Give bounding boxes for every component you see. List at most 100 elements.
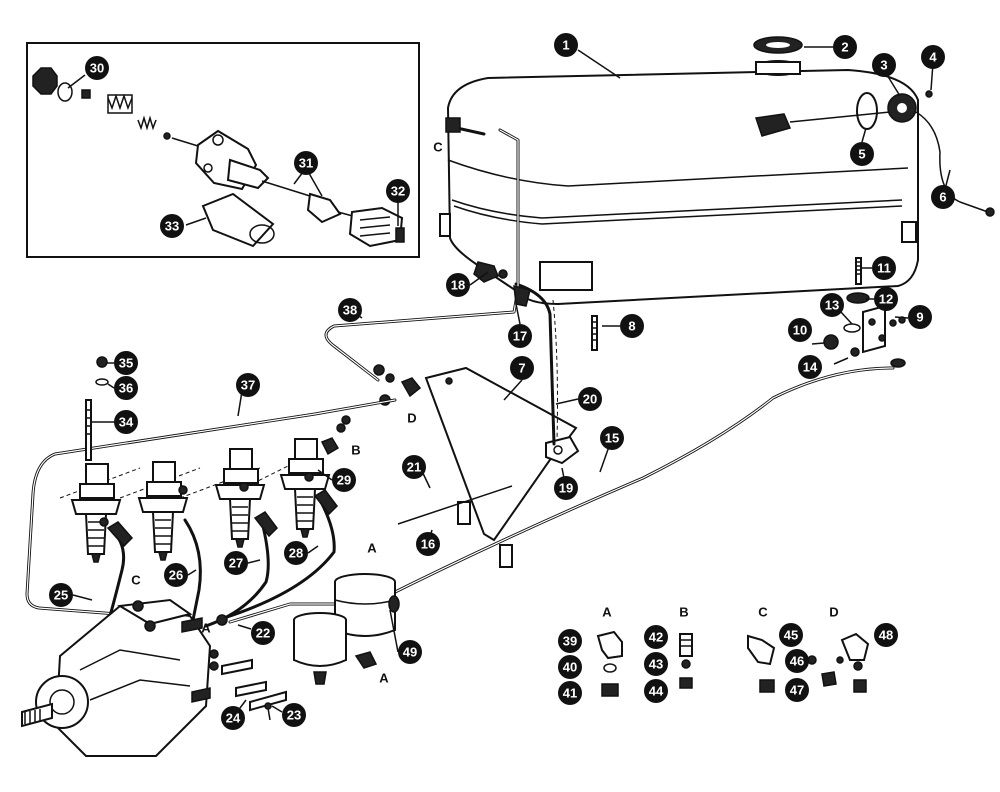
callout-7: 7 [510, 356, 534, 380]
callout-39: 39 [558, 629, 582, 653]
callout-25: 25 [49, 583, 73, 607]
callout-48: 48 [874, 623, 898, 647]
svg-text:38: 38 [343, 303, 357, 318]
svg-text:29: 29 [337, 473, 351, 488]
callout-9: 9 [908, 305, 932, 329]
callout-10: 10 [788, 318, 812, 342]
callout-47: 47 [785, 678, 809, 702]
svg-text:14: 14 [803, 360, 818, 375]
svg-text:46: 46 [790, 654, 804, 669]
svg-text:4: 4 [929, 50, 937, 65]
callout-11: 11 [872, 256, 896, 280]
callouts: 1 2 3 4 5 6 7 8 9 10 11 12 13 14 15 16 1… [49, 33, 955, 730]
fuel-tank [439, 36, 995, 306]
svg-text:44: 44 [649, 684, 664, 699]
callout-36: 36 [114, 376, 138, 400]
svg-text:7: 7 [518, 361, 525, 376]
connection-letters: C D B A C A A [131, 140, 443, 686]
callout-41: 41 [558, 681, 582, 705]
connection-letter-a-bracket: A [367, 541, 377, 556]
svg-text:20: 20 [583, 392, 597, 407]
callout-26: 26 [164, 563, 188, 587]
connection-letter-b: B [351, 443, 360, 458]
svg-text:33: 33 [165, 219, 179, 234]
connection-letter-a-filter: A [379, 671, 389, 686]
svg-text:22: 22 [256, 626, 270, 641]
svg-text:26: 26 [169, 568, 183, 583]
connection-letter-c-pump: C [131, 573, 141, 588]
svg-text:28: 28 [289, 546, 303, 561]
svg-text:15: 15 [605, 431, 619, 446]
svg-text:11: 11 [877, 261, 891, 276]
callout-2: 2 [833, 35, 857, 59]
svg-text:27: 27 [229, 556, 243, 571]
svg-text:40: 40 [563, 660, 577, 675]
svg-text:13: 13 [825, 298, 839, 313]
callout-13: 13 [820, 293, 844, 317]
callout-35: 35 [114, 351, 138, 375]
callout-29: 29 [332, 468, 356, 492]
callout-6: 6 [931, 185, 955, 209]
svg-text:9: 9 [916, 310, 923, 325]
callout-40: 40 [558, 655, 582, 679]
svg-text:45: 45 [784, 628, 798, 643]
callout-49: 49 [398, 640, 422, 664]
svg-text:30: 30 [90, 61, 104, 76]
svg-text:43: 43 [649, 657, 663, 672]
callout-33: 33 [160, 214, 184, 238]
group-heading-b: B [679, 605, 688, 620]
callout-14: 14 [798, 355, 822, 379]
svg-text:1: 1 [562, 38, 569, 53]
svg-text:21: 21 [407, 460, 421, 475]
fitting-group-D [836, 632, 870, 693]
group-heading-a: A [602, 605, 612, 620]
injection-pump [21, 598, 228, 757]
connection-letter-a-pump: A [201, 621, 211, 636]
svg-text:19: 19 [559, 481, 573, 496]
callout-23: 23 [282, 703, 306, 727]
callout-38: 38 [338, 298, 362, 322]
group-heading-c: C [758, 605, 768, 620]
svg-text:41: 41 [563, 686, 577, 701]
pipe-22-and-plates [221, 602, 344, 721]
svg-text:48: 48 [879, 628, 893, 643]
svg-text:17: 17 [513, 329, 527, 344]
svg-text:49: 49 [403, 645, 417, 660]
callout-32: 32 [386, 179, 410, 203]
callout-43: 43 [644, 652, 668, 676]
connection-letter-d: D [407, 411, 416, 426]
injectors [70, 356, 351, 563]
svg-text:2: 2 [841, 40, 848, 55]
callout-18: 18 [446, 273, 470, 297]
connection-letter-c-tank: C [433, 140, 443, 155]
fitting-group-B [679, 633, 693, 689]
callout-27: 27 [224, 551, 248, 575]
callout-28: 28 [284, 541, 308, 565]
callout-1: 1 [554, 33, 578, 57]
callout-44: 44 [644, 679, 668, 703]
callout-5: 5 [850, 142, 874, 166]
callout-45: 45 [779, 623, 803, 647]
svg-text:42: 42 [649, 630, 663, 645]
fitting-group-A [596, 630, 623, 697]
callout-3: 3 [872, 53, 896, 77]
callout-24: 24 [221, 706, 245, 730]
callout-12: 12 [874, 287, 898, 311]
svg-text:31: 31 [299, 156, 313, 171]
callout-46: 46 [785, 649, 809, 673]
svg-text:3: 3 [880, 58, 887, 73]
svg-text:5: 5 [858, 147, 865, 162]
callout-21: 21 [402, 455, 426, 479]
fuel-pipe-38 [324, 117, 531, 406]
svg-text:10: 10 [793, 323, 807, 338]
svg-text:32: 32 [391, 184, 405, 199]
callout-17: 17 [508, 324, 532, 348]
svg-text:23: 23 [287, 708, 301, 723]
callout-15: 15 [600, 426, 624, 450]
tank-mounting-hardware [591, 257, 906, 357]
svg-text:36: 36 [119, 381, 133, 396]
callout-4: 4 [921, 45, 945, 69]
callout-42: 42 [644, 625, 668, 649]
callout-8: 8 [620, 314, 644, 338]
